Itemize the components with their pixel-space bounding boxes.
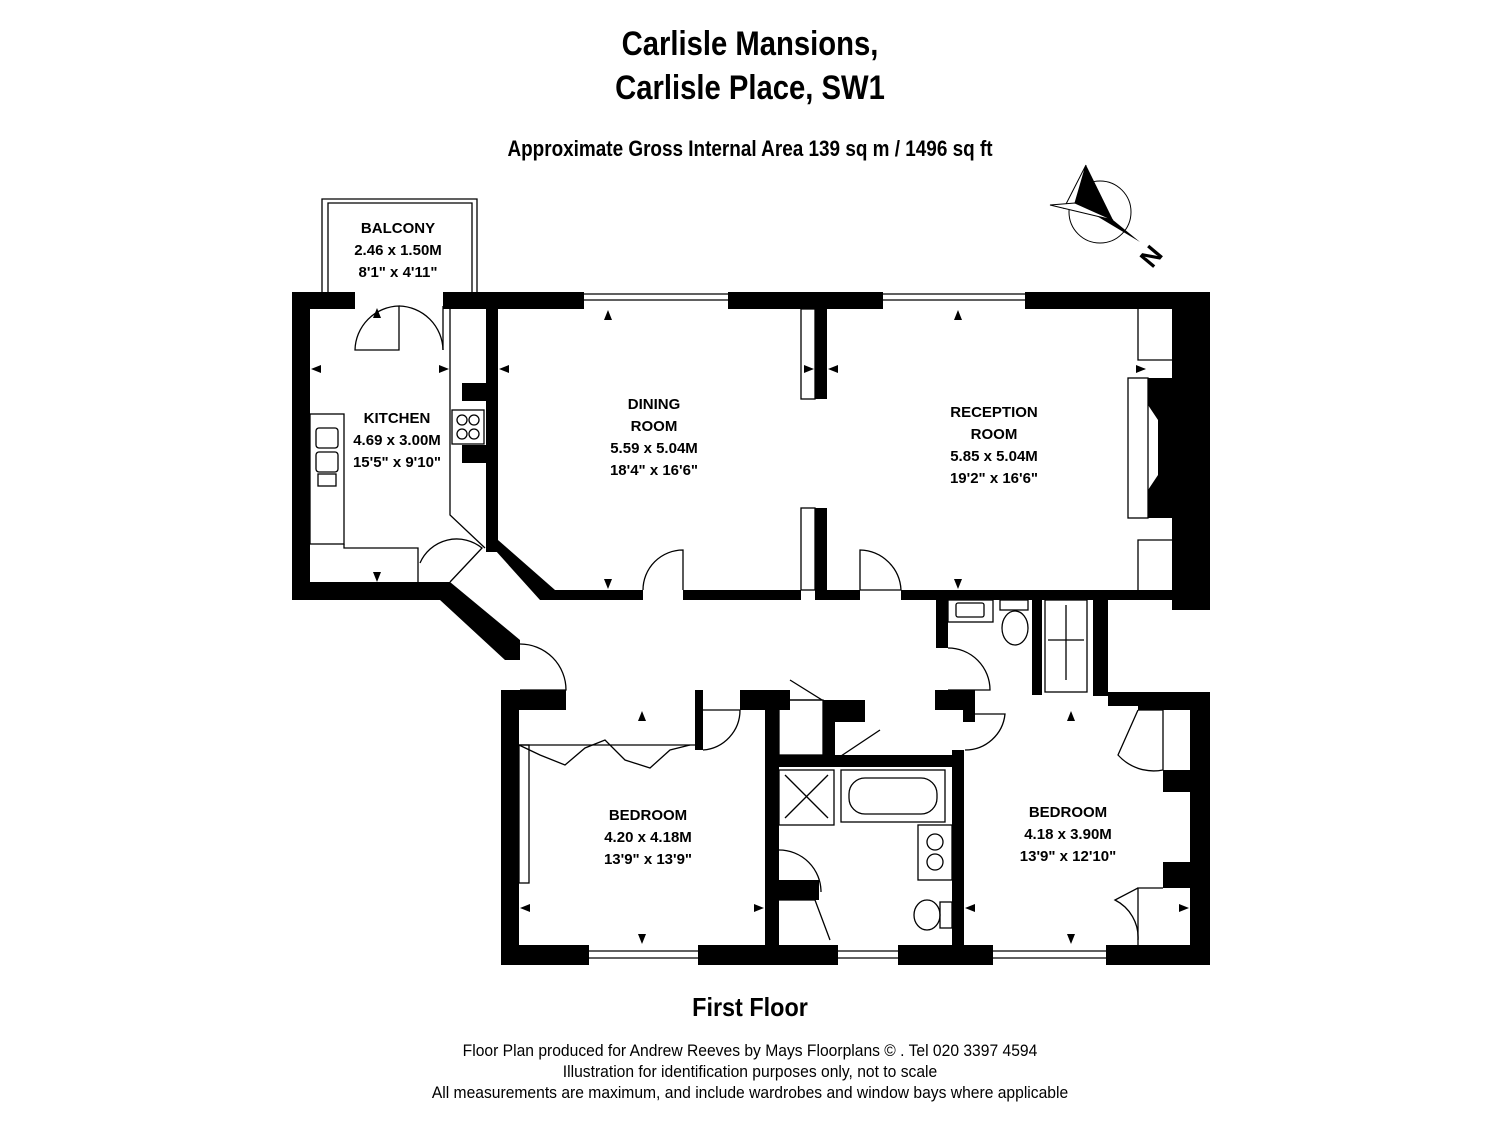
reception-name-1: RECEPTION — [950, 404, 1038, 421]
reception-metric: 5.85 x 5.04M — [950, 448, 1038, 465]
bedroom-2-name: BEDROOM — [1029, 804, 1107, 821]
room-dining: DINING ROOM 5.59 x 5.04M 18'4" x 16'6" — [610, 396, 698, 479]
reception-name-2: ROOM — [971, 426, 1018, 443]
bedroom-1-imperial: 13'9" x 13'9" — [604, 851, 692, 868]
floor-label: First Floor — [692, 992, 808, 1022]
gross-internal-area: Approximate Gross Internal Area 139 sq m… — [507, 136, 993, 161]
title-line-2: Carlisle Place, SW1 — [615, 69, 885, 107]
bedroom-1-name: BEDROOM — [609, 807, 687, 824]
reception-imperial: 19'2" x 16'6" — [950, 470, 1038, 487]
bedroom-2-imperial: 13'9" x 12'10" — [1020, 848, 1116, 865]
room-reception: RECEPTION ROOM 5.85 x 5.04M 19'2" x 16'6… — [950, 404, 1038, 487]
kitchen-imperial: 15'5" x 9'10" — [353, 454, 441, 471]
room-bedroom-2: BEDROOM 4.18 x 3.90M 13'9" x 12'10" — [1020, 804, 1116, 865]
bedroom-2-metric: 4.18 x 3.90M — [1024, 826, 1112, 843]
title-line-1: Carlisle Mansions, — [621, 25, 879, 63]
balcony-imperial: 8'1" x 4'11" — [359, 264, 438, 281]
balcony-name: BALCONY — [361, 220, 435, 237]
footer-line-3: All measurements are maximum, and includ… — [431, 1083, 1069, 1102]
room-bedroom-1: BEDROOM 4.20 x 4.18M 13'9" x 13'9" — [604, 807, 692, 868]
dining-metric: 5.59 x 5.04M — [610, 440, 698, 457]
compass-north-label: N — [1134, 239, 1169, 273]
dining-name-2: ROOM — [631, 418, 678, 435]
footer-line-1: Floor Plan produced for Andrew Reeves by… — [462, 1041, 1038, 1060]
dining-name-1: DINING — [628, 396, 681, 413]
dining-imperial: 18'4" x 16'6" — [610, 462, 698, 479]
bedroom-1-metric: 4.20 x 4.18M — [604, 829, 692, 846]
balcony-metric: 2.46 x 1.50M — [354, 242, 442, 259]
kitchen-name: KITCHEN — [364, 410, 431, 427]
kitchen-metric: 4.69 x 3.00M — [353, 432, 441, 449]
footer-line-2: Illustration for identification purposes… — [562, 1062, 938, 1081]
fixtures — [309, 293, 1189, 959]
room-kitchen: KITCHEN 4.69 x 3.00M 15'5" x 9'10" — [353, 410, 441, 471]
walls — [292, 292, 1210, 965]
room-balcony: BALCONY 2.46 x 1.50M 8'1" x 4'11" — [354, 220, 442, 281]
compass-icon: N — [1049, 164, 1169, 273]
balcony-area — [321, 198, 478, 292]
